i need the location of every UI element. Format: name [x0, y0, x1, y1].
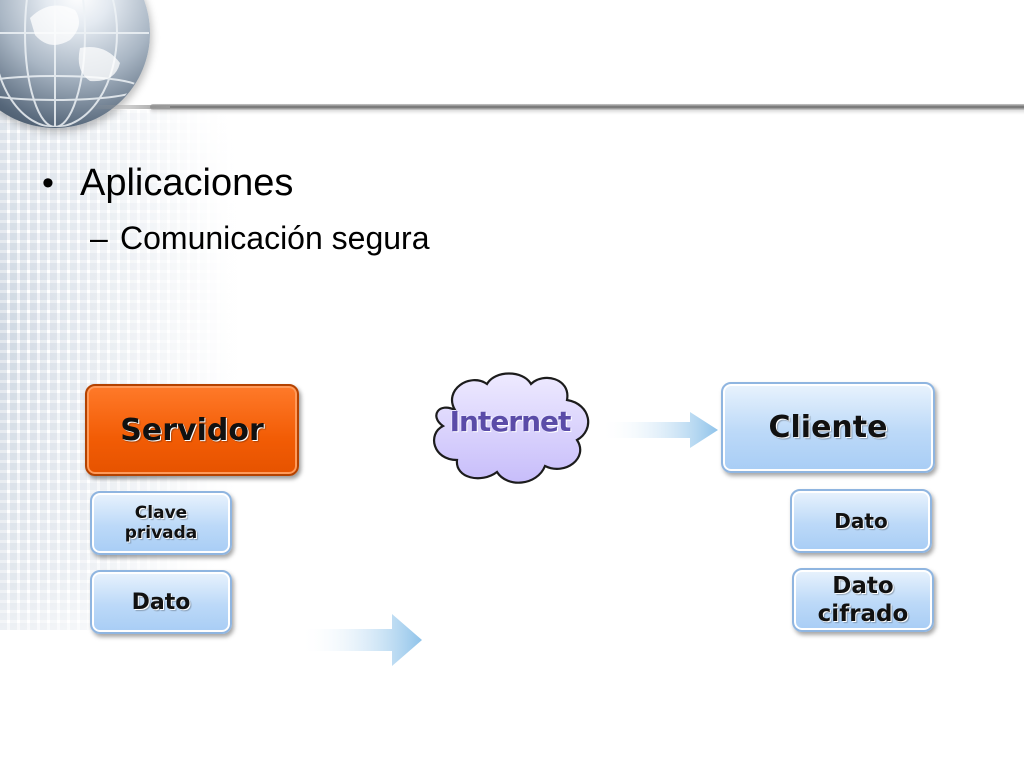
client-label: Cliente — [768, 410, 888, 445]
encrypted-data-box: Dato cifrado — [792, 568, 934, 632]
bullet-text-aplicaciones: Aplicaciones — [80, 162, 294, 204]
arrow-right-icon — [600, 412, 718, 448]
server-data-label: Dato — [131, 589, 191, 615]
private-key-box: Clave privada — [90, 491, 232, 555]
bullet-text-comunicacion: Comunicación segura — [120, 220, 430, 256]
bullet-marker: • — [42, 164, 54, 202]
header-divider — [90, 104, 1024, 110]
bullet-dash: – — [90, 220, 108, 256]
server-data-box: Dato — [90, 570, 232, 634]
server-label: Servidor — [120, 412, 264, 448]
encrypted-data-label-line1: Dato — [832, 573, 894, 599]
client-data-box: Dato — [790, 489, 932, 553]
client-data-label: Dato — [834, 509, 888, 533]
private-key-label-line1: Clave — [134, 503, 188, 523]
bullet-level-2: – Comunicación segura — [90, 220, 430, 257]
internet-label: Internet — [449, 405, 572, 438]
encrypted-data-label-line2: cifrado — [817, 601, 909, 627]
private-key-label-line2: privada — [124, 523, 198, 543]
bullet-level-1: • Aplicaciones — [42, 162, 293, 205]
grid-background-fade — [0, 100, 260, 660]
server-box: Servidor — [85, 384, 299, 476]
client-box: Cliente — [721, 382, 935, 473]
internet-cloud-icon — [433, 372, 590, 484]
arrow-right-lower-icon — [300, 614, 422, 666]
